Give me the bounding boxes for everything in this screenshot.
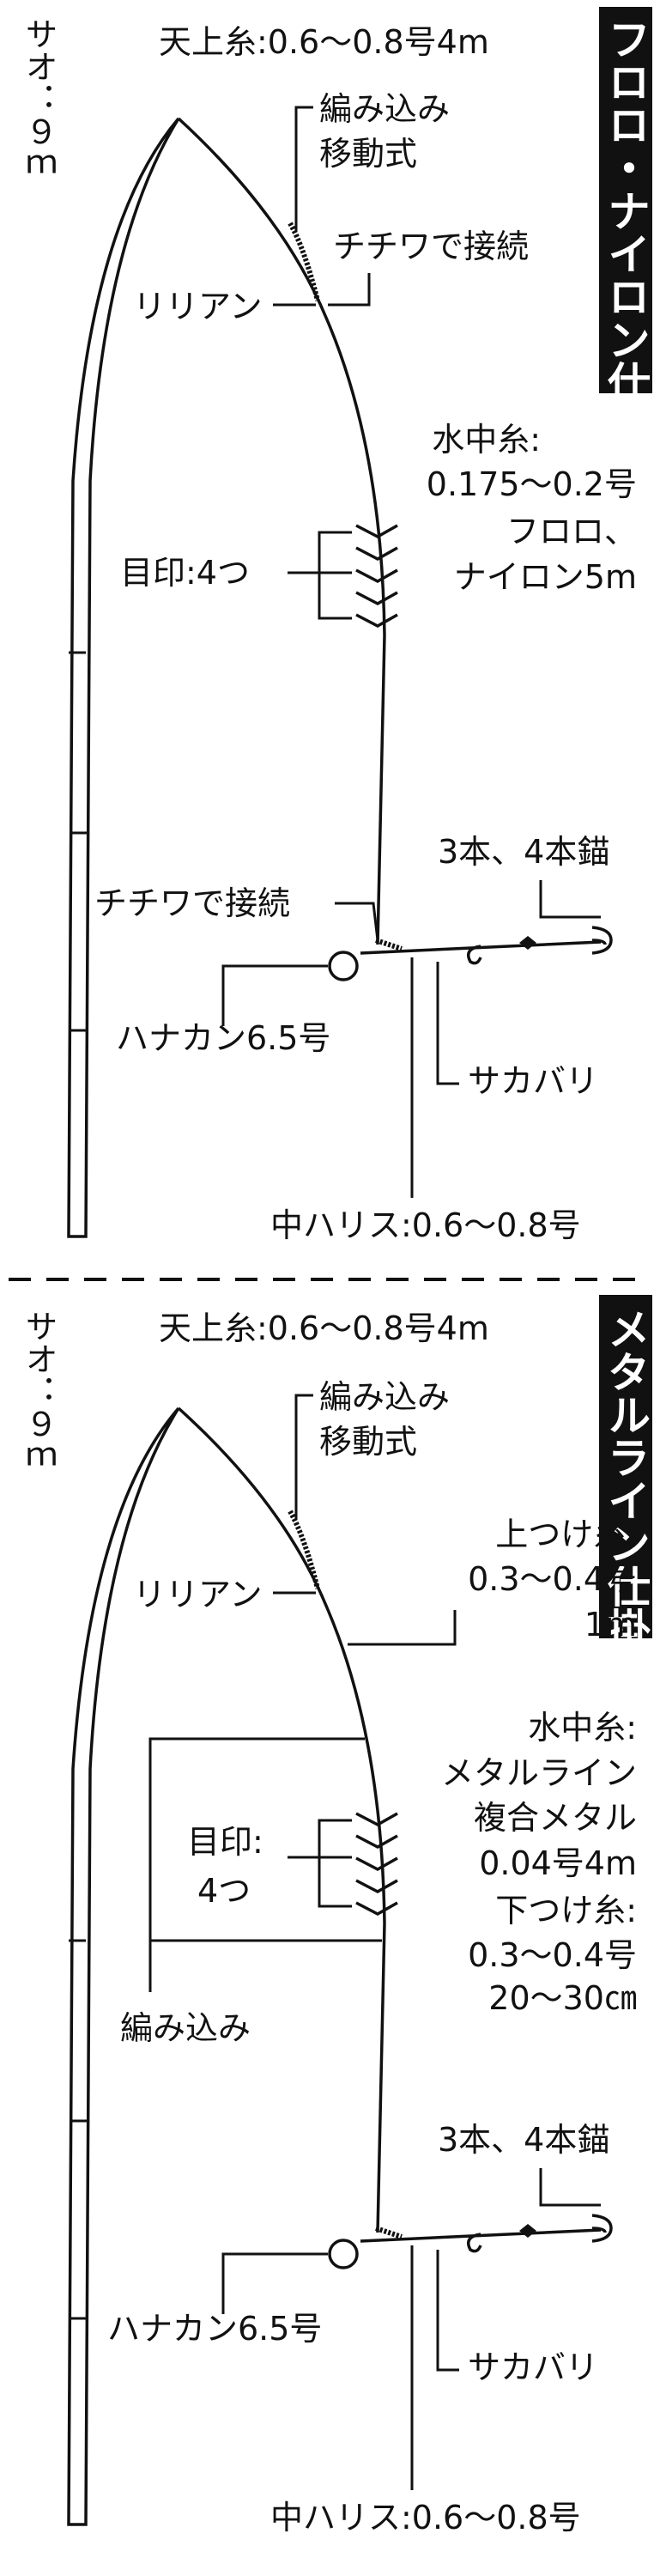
bracket-amikomi2	[148, 1737, 365, 1992]
marker-icons-top	[355, 524, 398, 628]
shitatsuke-3: 20～30㎝	[488, 1979, 637, 2017]
anchor-bottom: 3本、4本錨	[438, 2121, 609, 2159]
rod-joints-top	[69, 651, 88, 1032]
panel-fluoro-nylon: フロロ・ナイロン仕掛け サオ：９ｍ 天上糸:0.6～0.8号4m 編み込み 移動…	[20, 7, 652, 1244]
sakabari-top: サカバリ	[468, 1062, 598, 1100]
amikomi-top-2: 移動式	[319, 135, 417, 173]
title-box-top	[599, 7, 652, 393]
sakabari-hook-bottom	[467, 2233, 482, 2253]
main-line-top	[177, 117, 386, 945]
sakabari-bottom: サカバリ	[468, 2348, 598, 2386]
rod-joints-bottom	[69, 1939, 88, 2320]
rod-label-bottom: サオ：９ｍ	[20, 1309, 58, 1473]
main-line-bottom	[177, 1406, 386, 2233]
panel-metal-line: メタルライン仕掛け サオ：９ｍ 天上糸:0.6～0.8号4m 編み込み 移動式 …	[20, 1295, 652, 2537]
leader-anchor-top	[539, 880, 601, 919]
suichu-bottom-3: 複合メタル	[474, 1799, 637, 1837]
suichu-top-2: 0.175～0.2号	[427, 465, 637, 503]
tenjo-top: 天上糸:0.6～0.8号4m	[159, 23, 489, 61]
shitatsuke-2: 0.3～0.4号	[468, 1936, 637, 1974]
title-box-bottom	[599, 1295, 652, 1638]
leader-sakabari-bottom	[436, 2250, 459, 2372]
hanakan-ring-bottom	[328, 2239, 359, 2269]
bottom-knot-top	[375, 938, 403, 951]
leader-anchor-bottom	[539, 2168, 601, 2207]
marker-icons-bottom	[355, 1812, 398, 1916]
leader-chichiwa-bottom	[335, 902, 379, 941]
anchor-hooks-bottom	[591, 2214, 613, 2243]
amikomi-bottom-2: 移動式	[319, 1423, 417, 1461]
leader-hanakan-bottom	[221, 2252, 328, 2314]
leader-hanakan-top	[221, 964, 328, 1026]
bracket-mejirushi-bottom	[288, 1819, 352, 1908]
rod-top	[67, 117, 180, 1238]
lilian-bottom: リリアン	[133, 1576, 262, 1613]
naka-harisu-top: 中ハリス:0.6～0.8号	[270, 1206, 581, 1244]
naka-harisu-bottom: 中ハリス:0.6～0.8号	[270, 2499, 581, 2537]
anchor-hooks-top	[591, 926, 613, 955]
tenjo-bottom: 天上糸:0.6～0.8号4m	[159, 1309, 489, 1347]
shitatsuke-1: 下つけ糸:	[495, 1892, 637, 1929]
chichiwa-top: チチワで接続	[333, 228, 529, 265]
leader-chichiwa-top	[328, 273, 371, 307]
anchor-top: 3本、4本錨	[438, 833, 609, 871]
rod-label-top: サオ：９ｍ	[20, 17, 58, 180]
mejirushi-bottom-2: 4つ	[197, 1872, 251, 1910]
suichu-bottom-2: メタルライン	[441, 1754, 637, 1792]
bottom-knot-bottom	[375, 2226, 403, 2239]
braid-bottom	[288, 1510, 320, 1589]
amikomi-top-1: 編み込み	[319, 90, 450, 128]
hanakan-bottom: ハナカン6.5号	[107, 2310, 322, 2348]
bracket-mejirushi-top	[288, 531, 352, 620]
leader-uetsuke	[348, 1610, 457, 1646]
swivel-top	[519, 936, 536, 950]
amikomi-bottom-1: 編み込み	[319, 1378, 450, 1416]
hanakan-ring-top	[328, 951, 359, 981]
suichu-bottom-1: 水中糸:	[528, 1709, 637, 1747]
leader-amikomi-bottom	[294, 1394, 313, 1520]
leader-amikomi-top	[294, 106, 313, 232]
uetsuke-3: 1m	[584, 1606, 637, 1643]
title-top: フロロ・ナイロン仕掛け	[601, 17, 651, 489]
suichu-top-1: 水中糸:	[432, 421, 541, 459]
suichu-top-3: フロロ、	[506, 513, 637, 550]
swivel-bottom	[519, 2224, 536, 2238]
title-bottom: メタルライン仕掛け	[601, 1307, 651, 1693]
leader-sakabari-top	[436, 962, 459, 1085]
rod-bottom	[67, 1406, 180, 2526]
braid-top	[288, 222, 320, 301]
uetsuke-2: 0.3～0.4号	[468, 1560, 637, 1598]
lilian-top: リリアン	[133, 288, 262, 325]
suichu-bottom-4: 0.04号4m	[479, 1844, 637, 1882]
mejirushi-top: 目印:4つ	[120, 554, 250, 592]
chichiwa-bottom-top: チチワで接続	[94, 884, 290, 922]
mejirushi-bottom-1: 目印:	[187, 1823, 263, 1861]
sakabari-hook-top	[467, 945, 482, 965]
amikomi2-label: 編み込み	[120, 2009, 251, 2047]
uetsuke-1: 上つけ糸:	[495, 1516, 637, 1553]
suichu-top-4: ナイロン5m	[454, 558, 637, 596]
